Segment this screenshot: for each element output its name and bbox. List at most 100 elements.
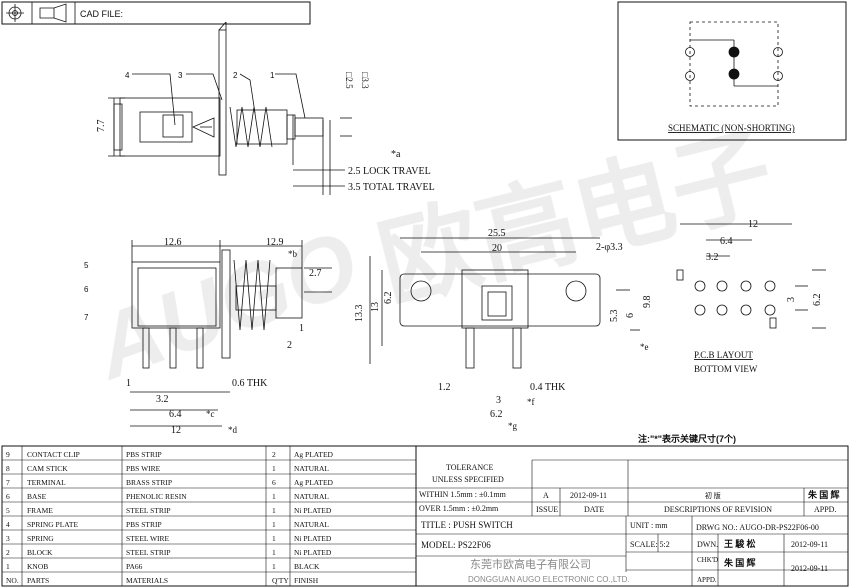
parts-cell-material: STEEL WIRE bbox=[126, 534, 170, 543]
title-block bbox=[415, 445, 849, 587]
parts-cell-material: STEEL STRIP bbox=[126, 548, 171, 557]
tolerance-over: OVER 1.5mm : ±0.2mm bbox=[419, 504, 499, 513]
cad-file-label: CAD FILE: bbox=[80, 9, 123, 19]
parts-cell-no: 3 bbox=[6, 534, 10, 543]
schematic-panel: SCHEMATIC (NON-SHORTING) bbox=[617, 1, 847, 141]
parts-cell-part: KNOB bbox=[27, 562, 48, 571]
callout-6: 6 bbox=[84, 285, 89, 294]
dim-thk: 0.6 THK bbox=[232, 378, 268, 389]
total-travel: 3.5 TOTAL TRAVEL bbox=[348, 182, 435, 193]
parts-cell-qty: Q'TY bbox=[272, 576, 289, 585]
parts-cell-part: BASE bbox=[27, 492, 47, 501]
tolerance-within: WITHIN 1.5mm : ±0.1mm bbox=[419, 490, 507, 499]
dim-sq3-3: □3.3 bbox=[360, 72, 370, 89]
parts-cell-part: FRAME bbox=[27, 506, 53, 515]
key-dim-note: 注:"*"表示关键尺寸(7个) bbox=[638, 433, 736, 444]
note-f: *f bbox=[527, 397, 535, 407]
dim-13-3: 13.3 bbox=[354, 305, 365, 323]
parts-cell-qty: 1 bbox=[272, 520, 276, 529]
issue-header: ISSUE bbox=[536, 505, 558, 514]
parts-cell-finish: Ni PLATED bbox=[294, 534, 332, 543]
appd-header: APPD. bbox=[814, 505, 836, 514]
dim-3: 3 bbox=[496, 395, 501, 406]
dim-2-7: 2.7 bbox=[309, 268, 322, 279]
title-block-text: TOLERANCE UNLESS SPECIFIED WITHIN 1.5mm … bbox=[419, 463, 840, 584]
parts-cell-no: 4 bbox=[6, 520, 10, 529]
projection-symbol-icon bbox=[6, 3, 67, 23]
desc-header: DESCRIPTIONS OF REVISION bbox=[664, 505, 772, 514]
front-view: 12.6 12.9 *b 2.7 1 2 5 6 7 1 0.6 THK 3.2… bbox=[84, 237, 332, 436]
note-b: *b bbox=[288, 249, 298, 259]
parts-cell-finish: Ag PLATED bbox=[294, 450, 334, 459]
callout-5: 5 bbox=[84, 261, 89, 270]
parts-cell-finish: Ni PLATED bbox=[294, 548, 332, 557]
tolerance-label: TOLERANCE bbox=[446, 463, 494, 472]
dim-6-4: 6.4 bbox=[169, 409, 182, 420]
dim-pcb-12: 12 bbox=[748, 219, 758, 230]
parts-cell-no: 1 bbox=[6, 562, 10, 571]
parts-cell-material: PBS STRIP bbox=[126, 450, 162, 459]
parts-cell-no: NO. bbox=[6, 576, 19, 585]
dim-0-4-thk: 0.4 THK bbox=[530, 382, 566, 393]
parts-cell-part: PARTS bbox=[27, 576, 49, 585]
parts-cell-qty: 1 bbox=[272, 492, 276, 501]
pcb-title: P.C.B LAYOUT bbox=[694, 350, 753, 360]
callout-2: 2 bbox=[233, 71, 238, 80]
parts-cell-qty: 1 bbox=[272, 464, 276, 473]
unit-label: UNIT : mm bbox=[630, 521, 668, 530]
parts-cell-qty: 1 bbox=[272, 562, 276, 571]
dim-13: 13 bbox=[370, 302, 381, 312]
note-g: *g bbox=[508, 421, 518, 431]
dim-2: 2 bbox=[287, 340, 292, 351]
dim-pin-1: 1 bbox=[126, 378, 131, 389]
lock-travel: 2.5 LOCK TRAVEL bbox=[348, 166, 431, 177]
callout-7: 7 bbox=[84, 313, 89, 322]
parts-cell-qty: 1 bbox=[272, 548, 276, 557]
parts-cell-part: CAM STICK bbox=[27, 464, 68, 473]
parts-cell-finish: Ag PLATED bbox=[294, 478, 334, 487]
dim-hole-dia: 2-φ3.3 bbox=[596, 242, 623, 253]
tolerance-unless: UNLESS SPECIFIED bbox=[432, 475, 504, 484]
parts-cell-material: PBS WIRE bbox=[126, 464, 161, 473]
dim-12: 12 bbox=[171, 425, 181, 436]
dim-3-2: 3.2 bbox=[156, 394, 169, 405]
dim-sq2-5: □2.5 bbox=[344, 72, 354, 89]
drawing-title: TITLE : PUSH SWITCH bbox=[421, 520, 513, 530]
parts-cell-material: STEEL STRIP bbox=[126, 506, 171, 515]
chkd-label: CHK'D bbox=[697, 556, 718, 564]
parts-cell-material: BRASS STRIP bbox=[126, 478, 172, 487]
dim-6-2-left: 6.2 bbox=[383, 292, 394, 305]
dwn-name: 王 駿 松 bbox=[724, 538, 756, 549]
parts-cell-no: 7 bbox=[6, 478, 10, 487]
revision-date: 2012-09-11 bbox=[570, 491, 607, 500]
note-c: *c bbox=[206, 409, 215, 419]
parts-cell-finish: BLACK bbox=[294, 562, 320, 571]
scale-label: SCALE: 5:2 bbox=[630, 540, 670, 549]
parts-cell-no: 6 bbox=[6, 492, 10, 501]
schematic-contacts bbox=[685, 39, 783, 87]
chkd-date: 2012-09-11 bbox=[791, 564, 828, 573]
side-view-top: 4 3 2 1 7.7 □2.5 □3.3 *a 2.5 LOCK TRAVEL… bbox=[96, 21, 435, 195]
parts-cell-qty: 2 bbox=[272, 450, 276, 459]
revision-issue: A bbox=[543, 491, 549, 500]
parts-cell-qty: 6 bbox=[272, 478, 276, 487]
callout-4: 4 bbox=[125, 71, 130, 80]
cad-header: CAD FILE: bbox=[1, 1, 311, 25]
drawing-model: MODEL: PS22F06 bbox=[421, 540, 491, 550]
revision-desc: 初 版 bbox=[705, 491, 721, 500]
parts-cell-part: CONTACT CLIP bbox=[27, 450, 80, 459]
dim-5-3: 5.3 bbox=[609, 310, 620, 323]
parts-cell-no: 5 bbox=[6, 506, 10, 515]
parts-cell-finish: FINISH bbox=[294, 576, 319, 585]
date-header: DATE bbox=[584, 505, 605, 514]
dim-pcb-6-2: 6.2 bbox=[812, 294, 823, 307]
parts-table bbox=[1, 445, 417, 587]
dim-9-8: 9.8 bbox=[642, 296, 653, 309]
dwn-label: DWN. bbox=[697, 540, 718, 549]
parts-cell-finish: Ni PLATED bbox=[294, 506, 332, 515]
dim-pcb-3-2: 3.2 bbox=[706, 252, 719, 263]
parts-cell-no: 8 bbox=[6, 464, 10, 473]
pcb-holes bbox=[676, 269, 777, 329]
dim-1: 1 bbox=[299, 323, 304, 334]
